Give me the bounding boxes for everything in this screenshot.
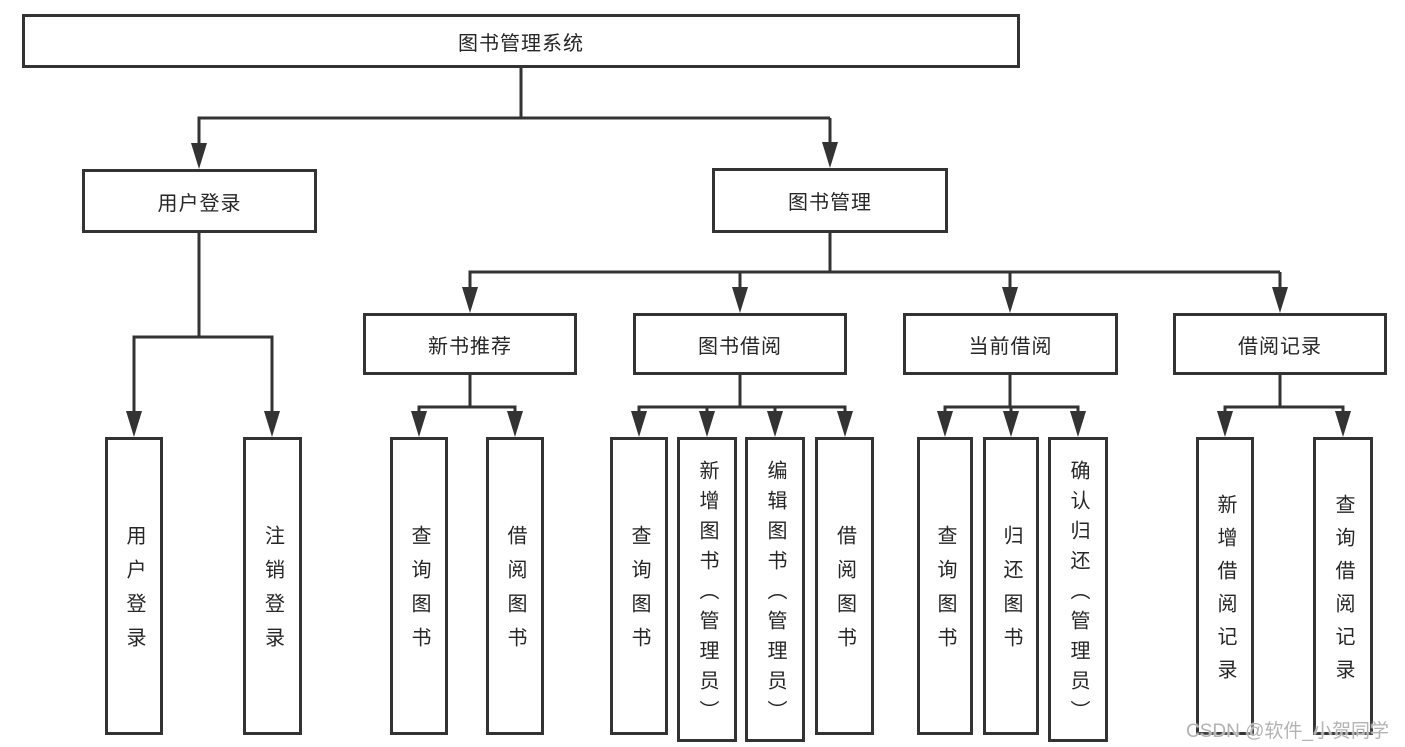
node-leaf-query-books-1: 查询图书 <box>390 437 448 735</box>
node-leaf-add-borrow-record: 新增借阅记录 <box>1196 437 1254 735</box>
node-leaf-borrow-books-1: 借阅图书 <box>486 437 544 735</box>
node-borrowing-records: 借阅记录 <box>1173 313 1387 375</box>
node-leaf-query-borrow-record-label: 查询借阅记录 <box>1332 493 1354 692</box>
node-book-borrowing: 图书借阅 <box>633 313 847 375</box>
node-leaf-borrow-books-2-label: 借阅图书 <box>833 525 856 661</box>
node-root-library-management-system: 图书管理系统 <box>22 14 1020 68</box>
node-current-borrowing: 当前借阅 <box>903 313 1118 375</box>
node-leaf-query-books-3: 查询图书 <box>917 437 973 735</box>
connector-bookmgmt-to-level3 <box>468 232 1282 293</box>
connector-userlogin-to-leaves <box>132 232 274 417</box>
node-leaf-return-books-label: 归还图书 <box>1000 525 1022 661</box>
connector-records-to-leaves <box>1223 375 1345 417</box>
node-leaf-query-books-1-label: 查询图书 <box>408 525 430 661</box>
node-leaf-query-books-3-label: 查询图书 <box>934 525 956 661</box>
node-book-management: 图书管理 <box>712 168 948 233</box>
node-leaf-user-login: 用户登录 <box>105 437 163 735</box>
node-leaf-edit-book-admin-label: 编辑图书（管理员） <box>764 459 786 730</box>
node-new-book-recommendation: 新书推荐 <box>363 313 577 375</box>
connector-currentborrow-to-leaves <box>943 375 1080 417</box>
connector-newbook-to-leaves <box>417 375 517 417</box>
node-leaf-logout: 注销登录 <box>243 437 302 735</box>
node-leaf-user-login-label: 用户登录 <box>123 525 145 661</box>
connector-bookborrow-to-leaves <box>637 375 847 417</box>
node-user-login: 用户登录 <box>82 169 317 233</box>
csdn-watermark: CSDN @软件_小贺同学 <box>1186 721 1389 742</box>
node-leaf-add-borrow-record-label: 新增借阅记录 <box>1214 493 1236 692</box>
node-leaf-query-books-2-label: 查询图书 <box>628 525 650 661</box>
node-leaf-query-borrow-record: 查询借阅记录 <box>1313 437 1373 735</box>
node-leaf-confirm-return-admin: 确认归还（管理员） <box>1048 437 1108 742</box>
node-leaf-add-book-admin-label: 新增图书（管理员） <box>696 459 718 730</box>
node-leaf-add-book-admin: 新增图书（管理员） <box>677 437 737 742</box>
node-leaf-confirm-return-admin-label: 确认归还（管理员） <box>1067 459 1089 730</box>
node-leaf-borrow-books-2: 借阅图书 <box>815 437 874 735</box>
node-leaf-borrow-books-1-label: 借阅图书 <box>504 525 526 661</box>
node-leaf-return-books: 归还图书 <box>983 437 1039 735</box>
node-leaf-query-books-2: 查询图书 <box>610 437 668 735</box>
node-leaf-logout-label: 注销登录 <box>261 525 284 661</box>
arrowheads <box>126 142 1351 437</box>
connector-root-to-level2 <box>197 68 832 149</box>
node-leaf-edit-book-admin: 编辑图书（管理员） <box>745 437 805 742</box>
